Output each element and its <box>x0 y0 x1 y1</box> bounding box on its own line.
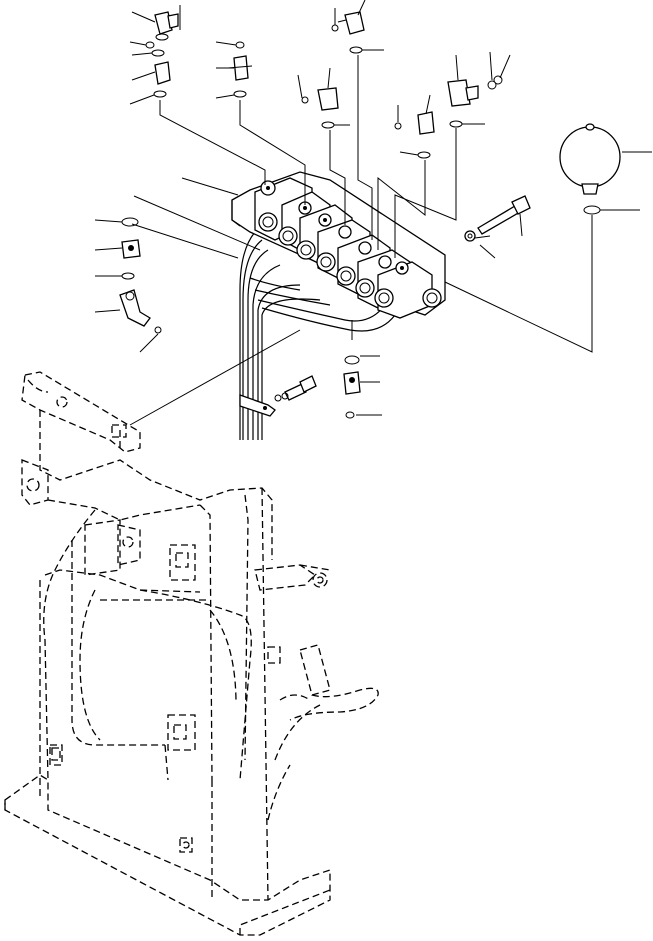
fitting-small-mid <box>394 111 435 159</box>
hose-bundle <box>239 231 396 440</box>
fitting-top-center <box>227 41 253 98</box>
leader-lines <box>94 0 652 426</box>
clamp-bolt <box>274 375 317 402</box>
fitting-bottom-center <box>343 355 361 419</box>
fitting-top-mid <box>331 11 365 54</box>
accumulator-sphere <box>559 123 621 215</box>
elbow-fitting-center <box>301 87 339 129</box>
valve-block <box>231 171 446 319</box>
fitting-top-left <box>145 11 179 98</box>
through-bolt <box>464 195 531 242</box>
fitting-left-stack <box>119 217 162 334</box>
fitting-top-right <box>447 75 503 128</box>
mounting-frame <box>4 371 379 936</box>
